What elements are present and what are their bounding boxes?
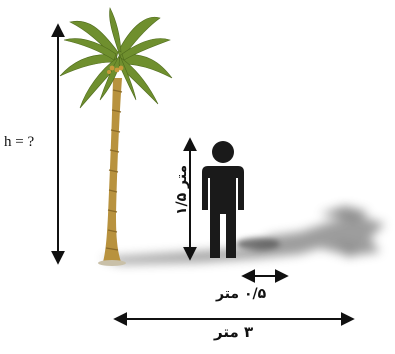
palm-tree-icon xyxy=(59,7,173,266)
person-silhouette-icon xyxy=(202,141,244,258)
person-shadow xyxy=(236,238,280,250)
tree-height-label: h = ? xyxy=(4,134,35,150)
total-distance-label: ۳ متر xyxy=(214,323,254,341)
shadow-gap-label: ۰/۵ متر xyxy=(216,286,267,302)
tree-shadow xyxy=(100,206,385,264)
person-height-label: ۱/۵ متر xyxy=(174,164,190,216)
